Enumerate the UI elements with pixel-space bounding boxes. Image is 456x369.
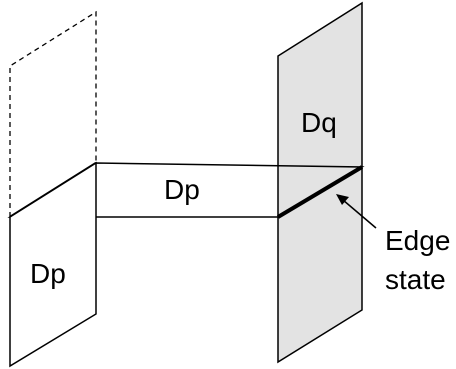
edge-state-line bbox=[276, 165, 364, 219]
dq-shaded-plane bbox=[277, 1, 363, 364]
edge-state-arrow-shaft bbox=[342, 199, 377, 229]
dashed-upper-left-plane bbox=[9, 10, 97, 217]
dp-lower-left-plane bbox=[9, 161, 97, 368]
edge-state-label-line1: Edge bbox=[385, 225, 450, 256]
edge-state-arrow-head bbox=[336, 194, 349, 205]
dp-middle-label: Dp bbox=[164, 174, 200, 205]
edge-state-label-line2: state bbox=[385, 264, 446, 295]
dp-left-label: Dp bbox=[30, 258, 66, 289]
dq-label: Dq bbox=[301, 107, 337, 138]
